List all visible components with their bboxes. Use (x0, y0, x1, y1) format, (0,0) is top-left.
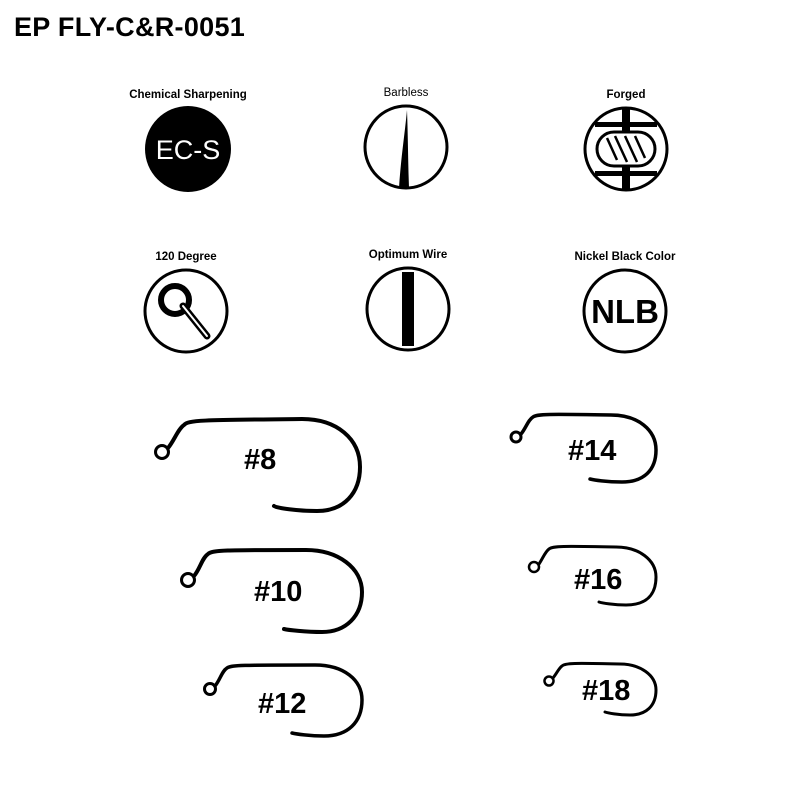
nlb-text: NLB (591, 293, 659, 330)
hook-size-label: #12 (258, 688, 307, 720)
hook-icon (180, 547, 365, 635)
hook-icon (154, 416, 363, 514)
feature-chemical-sharpening: Chemical Sharpening EC-S (98, 86, 278, 194)
hook-icon (527, 544, 658, 607)
hook-size-12: #12 (200, 662, 365, 742)
feature-label: Chemical Sharpening (129, 89, 247, 101)
feature-label: Forged (606, 89, 646, 101)
feature-forged: Forged (536, 86, 716, 194)
hook-size-10: #10 (176, 546, 366, 636)
hook-size-label: #14 (568, 435, 617, 467)
hook-icon (509, 412, 658, 484)
barbless-icon (363, 104, 449, 190)
feature-label: Barbless (383, 87, 429, 99)
hook-size-label: #18 (582, 675, 631, 707)
hook-size-8: #8 (152, 415, 367, 515)
hook-size-16: #16 (524, 543, 664, 613)
hook-icon (203, 663, 364, 738)
feature-label: Optimum Wire (368, 249, 448, 261)
feature-barbless: Barbless (316, 84, 496, 192)
hook-size-label: #10 (254, 576, 303, 608)
hook-size-14: #14 (506, 410, 666, 490)
optimum-wire-icon (365, 266, 451, 352)
nlb-icon: NLB (582, 268, 668, 354)
hook-size-label: #16 (574, 564, 623, 596)
feature-120-degree: 120 Degree (96, 248, 276, 356)
forged-icon (583, 106, 669, 192)
ec-s-icon: EC-S (145, 106, 231, 192)
hook-icon (543, 661, 658, 717)
hook-size-label: #8 (244, 444, 277, 476)
120-degree-icon (143, 268, 229, 354)
feature-nickel-black-color: Nickel Black Color NLB (535, 248, 715, 356)
hook-size-18: #18 (540, 660, 665, 725)
feature-optimum-wire: Optimum Wire (318, 246, 498, 354)
feature-label: 120 Degree (155, 251, 217, 263)
ec-s-text: EC-S (156, 135, 221, 165)
product-title: EP FLY-C&R-0051 (14, 12, 246, 42)
feature-label: Nickel Black Color (574, 251, 676, 263)
